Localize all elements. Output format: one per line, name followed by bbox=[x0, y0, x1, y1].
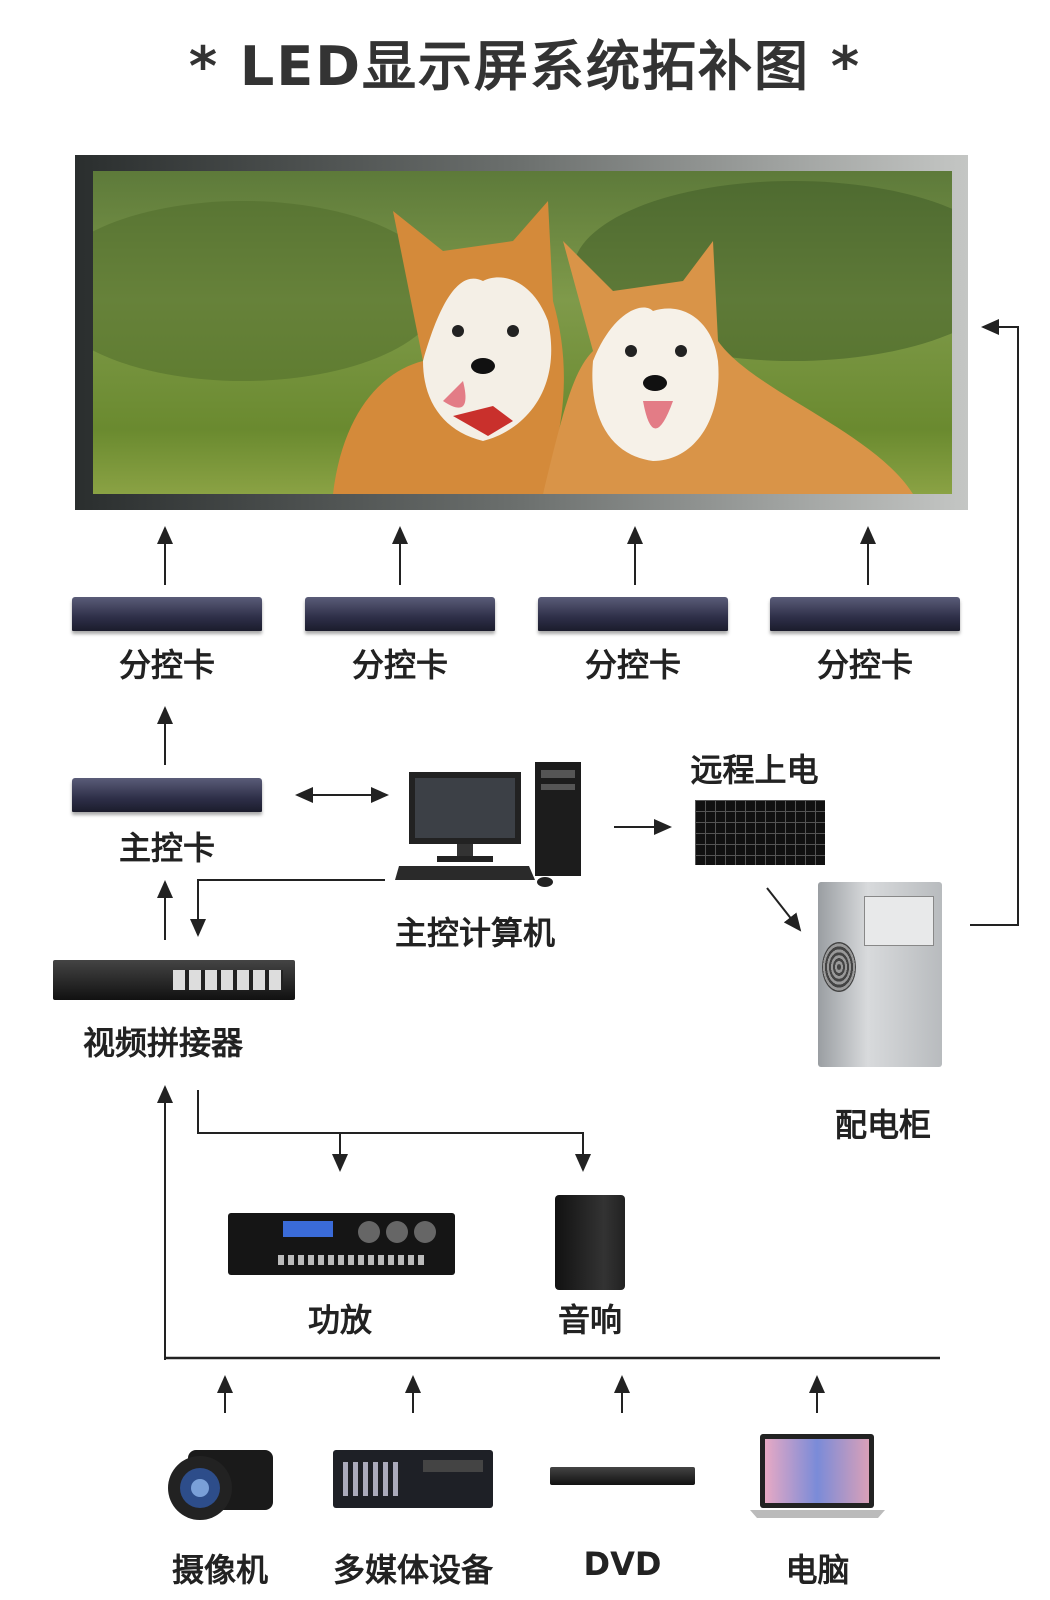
sub-control-card-3 bbox=[538, 597, 728, 631]
cabinet-label: 配电柜 bbox=[834, 1106, 931, 1144]
power-cabinet-icon bbox=[818, 882, 942, 1067]
amplifier-icon bbox=[228, 1213, 455, 1275]
sub-control-card-4 bbox=[770, 597, 960, 631]
video-processor-icon bbox=[53, 960, 295, 1000]
diagram-title: * LED显示屏系统拓补图 * bbox=[188, 35, 862, 98]
speaker-label: 音响 bbox=[557, 1301, 622, 1339]
camera-icon bbox=[168, 1450, 273, 1520]
video-processor-label: 视频拼接器 bbox=[82, 1024, 243, 1062]
main-card-label: 主控卡 bbox=[118, 829, 215, 867]
multimedia-device-icon bbox=[333, 1450, 493, 1508]
solar-panel-icon bbox=[695, 800, 825, 865]
sub-card-label: 分控卡 bbox=[584, 646, 681, 684]
remote-power-label: 远程上电 bbox=[690, 751, 819, 789]
sub-card-label: 分控卡 bbox=[118, 646, 215, 684]
sub-control-card-1 bbox=[72, 597, 262, 631]
source-label-camera: 摄像机 bbox=[171, 1551, 268, 1589]
laptop-icon bbox=[750, 1434, 885, 1518]
screen-image-corgis bbox=[93, 171, 952, 494]
source-label-multimedia: 多媒体设备 bbox=[332, 1551, 493, 1589]
speaker-icon bbox=[555, 1195, 625, 1290]
computer-label: 主控计算机 bbox=[394, 914, 555, 952]
main-control-card bbox=[72, 778, 262, 812]
computer-icon bbox=[395, 762, 581, 887]
source-label-computer: 电脑 bbox=[785, 1551, 850, 1589]
source-label-dvd: DVD bbox=[583, 1545, 662, 1583]
led-screen bbox=[75, 155, 968, 510]
sub-card-label: 分控卡 bbox=[816, 646, 913, 684]
dvd-player-icon bbox=[550, 1467, 695, 1485]
amplifier-label: 功放 bbox=[307, 1301, 372, 1339]
sub-card-label: 分控卡 bbox=[351, 646, 448, 684]
sub-control-card-2 bbox=[305, 597, 495, 631]
